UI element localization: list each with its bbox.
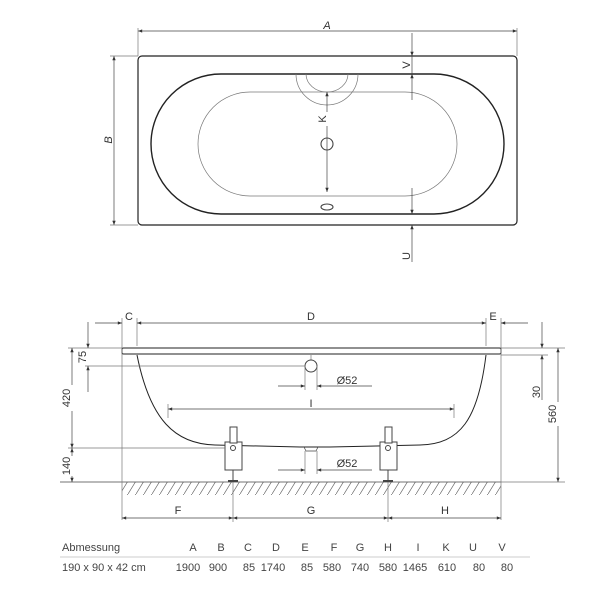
table-cell-value: 740 (351, 562, 369, 574)
table-cell-value: 580 (379, 562, 397, 574)
dim-label-e: E (489, 311, 496, 323)
table-column-header: H (384, 542, 392, 554)
table-column-header: C (244, 542, 252, 554)
dim-label-g: G (307, 505, 316, 517)
table-column-header: U (469, 542, 477, 554)
dim-bottom-to-floor: 140 (61, 457, 73, 475)
table-cell-value: 85 (243, 562, 255, 574)
tub-basin-floor (197, 91, 458, 197)
tub-leg-right (379, 426, 398, 482)
tub-body (136, 354, 487, 448)
overflow-icon (304, 359, 318, 373)
overflow-diameter: Ø52 (337, 375, 358, 387)
dim-overflow-to-bottom: 420 (61, 389, 73, 407)
table-row-label: 190 x 90 x 42 cm (62, 562, 146, 574)
dim-label-f: F (175, 505, 182, 517)
overflow-slot-icon (320, 203, 334, 211)
table-cell-value: 80 (501, 562, 513, 574)
table-cell-value: 900 (209, 562, 227, 574)
dim-label-c: C (125, 311, 133, 323)
table-cell-value: 610 (438, 562, 456, 574)
table-header-label: Abmessung (62, 542, 120, 554)
side-view: C D E Ø52 I Ø52 (60, 311, 565, 522)
table-column-header: G (356, 542, 365, 554)
table-column-header: V (498, 542, 506, 554)
table-cell-value: 1900 (176, 562, 200, 574)
table-cell-value: 80 (473, 562, 485, 574)
dim-total-height: 560 (547, 405, 559, 423)
table-column-header: E (301, 542, 308, 554)
dim-label-b: B (103, 136, 115, 143)
tub-leg-left (224, 426, 243, 482)
top-view: A B K V U (103, 20, 518, 262)
floor-hatch (122, 482, 501, 495)
dim-label-d: D (307, 311, 315, 323)
dim-label-u: U (401, 252, 413, 260)
table-column-header: A (189, 542, 197, 554)
table-cell-value: 1740 (261, 562, 285, 574)
dim-rim-thickness: 30 (531, 386, 543, 398)
table-cell-value: 580 (323, 562, 341, 574)
table-column-header: I (416, 542, 419, 554)
tub-rim (121, 347, 502, 355)
table-cell-value: 1465 (403, 562, 427, 574)
dim-label-v: V (401, 61, 413, 69)
dim-label-i: I (309, 398, 312, 410)
table-column-header: K (442, 542, 450, 554)
drain-diameter: Ø52 (337, 458, 358, 470)
table-column-header: F (331, 542, 338, 554)
table-cell-value: 85 (301, 562, 313, 574)
drain-outlet (303, 446, 319, 452)
dim-label-k: K (317, 115, 329, 123)
dimension-table: Abmessung 190 x 90 x 42 cm A 1900 B 900 C 85 D… (60, 542, 530, 574)
table-column-header: D (272, 542, 280, 554)
table-column-header: B (217, 542, 224, 554)
tub-inner-edge (150, 73, 505, 215)
dim-label-a: A (322, 20, 330, 32)
dim-label-h: H (441, 505, 449, 517)
dim-rim-to-overflow: 75 (77, 351, 89, 363)
tub-outer-rim (137, 55, 518, 226)
